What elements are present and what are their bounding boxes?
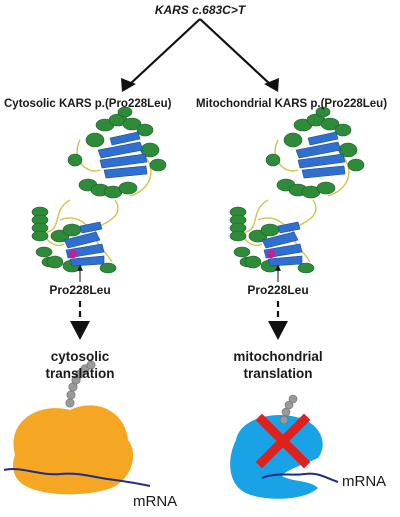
process-line-2: translation: [243, 366, 313, 381]
branch-arrows: [121, 18, 279, 92]
process-line-1: cytosolic: [50, 349, 110, 364]
kars-structure-cytosolic: [31, 106, 167, 282]
mitochondrial-ribosome: [230, 414, 323, 499]
mrna-label-mitochondrial: mRNA: [342, 473, 387, 490]
cytosolic-ribosome-illustration: [3, 360, 151, 495]
arrowhead-mitochondrial: [264, 78, 279, 92]
process-label-mitochondrial: mitochondrial translation: [198, 348, 358, 382]
process-label-cytosolic: cytosolic translation: [0, 348, 160, 382]
process-line-2: translation: [45, 366, 115, 381]
mrna-strand-cytosolic: [3, 468, 151, 487]
nascent-peptide-cytosolic: [65, 360, 96, 408]
translation-blocked-cross: [255, 413, 311, 469]
arrow-to-cytosolic: [128, 18, 201, 86]
mutation-label-mitochondrial: Pro228Leu: [247, 283, 309, 297]
dashed-arrows: [70, 301, 288, 340]
nascent-peptide-mitochondrial: [279, 394, 298, 425]
panel-title-mitochondrial: Mitochondrial KARS p.(Pro228Leu): [196, 98, 388, 110]
gene-variant-label: KARS c.683C>T: [154, 3, 246, 17]
arrow-to-mitochondrial: [199, 18, 272, 86]
mutation-site-cytosolic: [68, 249, 78, 259]
mutation-site-mitochondrial: [266, 249, 276, 259]
mrna-strand-mitochondrial: [261, 472, 339, 483]
kars-structure-mitochondrial: [229, 106, 365, 282]
process-line-1: mitochondrial: [233, 349, 323, 364]
arrowhead-cytosolic: [121, 78, 136, 92]
mrna-label-cytosolic: mRNA: [133, 493, 178, 510]
mitochondrial-ribosome-illustration: [230, 394, 339, 499]
panel-title-cytosolic: Cytosolic KARS p.(Pro228Leu): [4, 98, 172, 110]
cytosolic-ribosome: [13, 405, 134, 495]
mutation-label-cytosolic: Pro228Leu: [49, 283, 111, 297]
